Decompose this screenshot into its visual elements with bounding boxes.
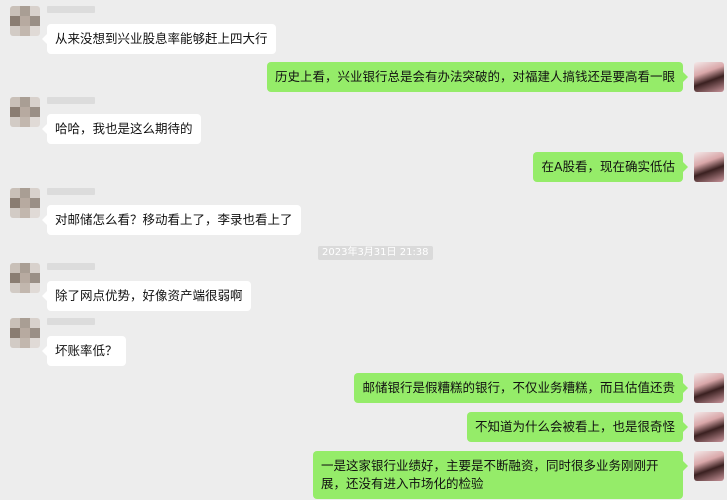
user-photo-icon [694, 373, 724, 403]
message-bubble-sent[interactable]: 历史上看，兴业银行总是会有办法突破的，对福建人搞钱还是要高看一眼 [266, 62, 689, 92]
pixelated-avatar-icon [10, 97, 40, 127]
contact-name-blurred [47, 263, 95, 270]
contact-name-blurred [47, 318, 95, 325]
message-bubble-sent[interactable]: 邮储银行是假糟糕的银行，不仅业务糟糕，而且估值还贵 [354, 373, 688, 403]
message-bubble-received[interactable]: 坏账率低？ [42, 336, 126, 366]
contact-avatar[interactable] [10, 318, 40, 348]
user-avatar[interactable] [694, 412, 724, 442]
message-timestamp: 2023年3月31日 21:38 [318, 246, 433, 260]
contact-name-blurred [47, 97, 95, 104]
user-photo-icon [694, 62, 724, 92]
message-bubble-sent[interactable]: 不知道为什么会被看上，也是很奇怪 [466, 412, 689, 442]
user-avatar[interactable] [694, 451, 724, 481]
user-avatar[interactable] [694, 152, 724, 182]
user-photo-icon [694, 152, 724, 182]
message-bubble-received[interactable]: 哈哈，我也是这么期待的 [42, 114, 201, 144]
message-bubble-sent[interactable]: 在A股看，现在确实低估 [533, 152, 688, 182]
contact-avatar[interactable] [10, 188, 40, 218]
contact-avatar[interactable] [10, 6, 40, 36]
pixelated-avatar-icon [10, 263, 40, 293]
pixelated-avatar-icon [10, 318, 40, 348]
pixelated-avatar-icon [10, 188, 40, 218]
contact-name-blurred [47, 188, 95, 195]
message-bubble-sent[interactable]: 一是这家银行业绩好，主要是不断融资，同时很多业务刚刚开展，还没有进入市场化的检验 [313, 451, 688, 499]
message-bubble-received[interactable]: 除了网点优势，好像资产端很弱啊 [42, 281, 251, 311]
user-photo-icon [694, 451, 724, 481]
user-photo-icon [694, 412, 724, 442]
contact-avatar[interactable] [10, 97, 40, 127]
user-avatar[interactable] [694, 62, 724, 92]
message-bubble-received[interactable]: 从来没想到兴业股息率能够赶上四大行 [42, 24, 276, 54]
user-avatar[interactable] [694, 373, 724, 403]
message-bubble-received[interactable]: 对邮储怎么看？移动看上了，李录也看上了 [42, 205, 301, 235]
pixelated-avatar-icon [10, 6, 40, 36]
contact-avatar[interactable] [10, 263, 40, 293]
contact-name-blurred [47, 6, 95, 13]
